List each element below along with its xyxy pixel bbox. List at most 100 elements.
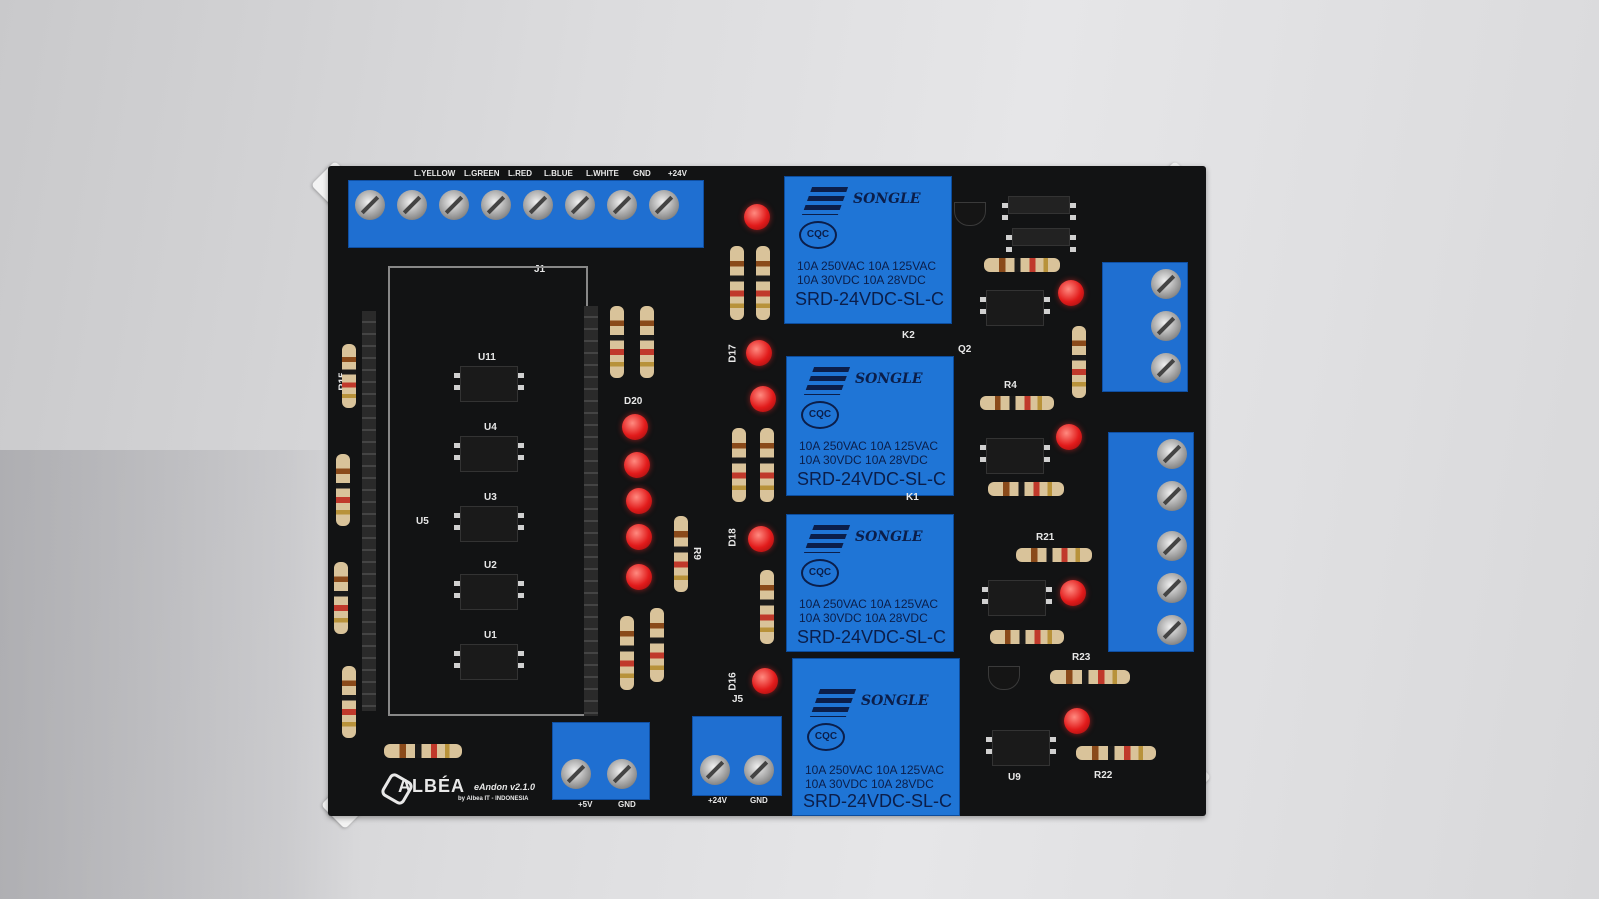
red-led [622,414,648,440]
relay-cert: CQC [801,559,839,587]
relay-spec-line1: 10A 250VAC 10A 125VAC [799,439,938,453]
optocoupler-chip [454,436,524,472]
label-gnd-b: GND [750,796,768,805]
screw-terminal [700,755,730,785]
optocoupler-chip [980,438,1050,474]
resistor [336,454,350,526]
label-k2: K2 [902,330,915,341]
label-r22: R22 [1094,770,1113,781]
resistor [1076,746,1156,760]
relay-model: SRD-24VDC-SL-C [797,627,947,647]
label-q2: Q2 [958,344,972,355]
label-24v: +24V [668,169,687,178]
resistor [1072,326,1086,398]
red-led [752,668,778,694]
relay-cert: CQC [801,401,839,429]
red-led [1064,708,1090,734]
resistor [384,744,462,758]
label-gnd-a: GND [618,800,636,809]
relay-brand: SONGLE [861,693,929,709]
resistor [984,258,1060,272]
resistor [990,630,1064,644]
label-r21: R21 [1036,532,1055,543]
resistor [640,306,654,378]
optocoupler-chip [980,290,1050,326]
resistor [980,396,1054,410]
red-led [748,526,774,552]
transistor [988,666,1020,690]
screw-terminal [1151,269,1181,299]
label-u5: U5 [416,516,429,527]
label-k1: K1 [906,492,919,503]
resistor [342,666,356,738]
resistor [760,428,774,502]
relay-brand: SONGLE [853,191,921,207]
red-led [1056,424,1082,450]
resistor [342,344,356,408]
product-name: eAndon v2.1.0 [474,782,536,792]
screw-terminal [1157,481,1187,511]
resistor [988,482,1064,496]
screw-terminal [481,190,511,220]
red-led [624,452,650,478]
relay-model: SRD-24VDC-SL-C [797,469,947,489]
screw-terminal [607,190,637,220]
diode [1006,228,1076,257]
songle-logo-icon [801,187,849,215]
optocoupler-chip [454,644,524,680]
label-j1: J1 [534,264,546,275]
resistor [650,608,664,682]
label-u1: U1 [484,630,497,641]
label-l-green: L.GREEN [464,169,500,178]
label-u11: U11 [478,352,496,363]
label-r4: R4 [1004,380,1017,391]
songle-logo-icon [803,525,851,553]
screw-terminal [744,755,774,785]
resistor [1050,670,1130,684]
optocoupler-chip [454,506,524,542]
red-led [626,488,652,514]
brand-name: ALBÉA [398,776,465,796]
red-led [1060,580,1086,606]
red-led [750,386,776,412]
resistor [730,246,744,320]
label-u9: U9 [1008,772,1021,783]
resistor [760,570,774,644]
top-terminal-block [348,180,704,248]
screw-terminal [565,190,595,220]
relay-spec-line2: 10A 30VDC 10A 28VDC [799,453,928,467]
label-j5: J5 [732,694,744,705]
right-terminal-block-5pin [1108,432,1194,652]
relay-spec-line1: 10A 250VAC 10A 125VAC [799,597,938,611]
label-l-white: L.WHITE [586,169,619,178]
resistor [1016,548,1092,562]
resistor [334,562,348,634]
relay-brand: SONGLE [855,529,923,545]
pin-header-left [362,311,376,711]
screw-terminal [523,190,553,220]
resistor [674,516,688,592]
screw-terminal [1151,353,1181,383]
screw-terminal [1157,573,1187,603]
relay-spec-line2: 10A 30VDC 10A 28VDC [797,273,926,287]
pin-header-right [584,306,598,716]
screw-terminal [561,759,591,789]
optocoupler-chip [986,730,1056,766]
label-l-blue: L.BLUE [544,169,573,178]
resistor [610,306,624,378]
label-l-red: L.RED [508,169,532,178]
red-led [746,340,772,366]
relay-spec-line1: 10A 250VAC 10A 125VAC [805,763,944,777]
screw-terminal [1157,615,1187,645]
screw-terminal [439,190,469,220]
right-terminal-block-3pin [1102,262,1188,392]
label-gnd: GND [633,169,651,178]
screw-terminal [1157,439,1187,469]
relay-model: SRD-24VDC-SL-C [795,289,945,309]
